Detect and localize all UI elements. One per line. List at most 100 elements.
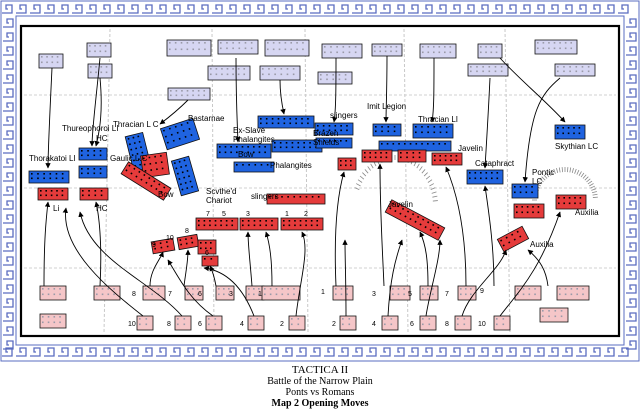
move-arrow-1 — [89, 57, 101, 147]
pontic-start-unit-15 — [554, 63, 596, 77]
unit-number-right-7: 6 — [410, 321, 414, 328]
unit-number-front-3: 1 — [285, 211, 289, 218]
greek-key-motif — [142, 347, 153, 357]
greek-key-motif — [3, 284, 14, 294]
greek-key-motif — [394, 4, 405, 14]
greek-key-motif — [16, 4, 27, 14]
pontic-start-unit-9 — [321, 43, 363, 59]
roman-start-unit-17 — [205, 315, 223, 331]
slingers-red-unit-1 — [195, 217, 239, 231]
move-arrow-32 — [425, 239, 443, 317]
greek-key-motif — [626, 312, 637, 322]
roman-cavalry-unit — [513, 203, 545, 219]
greek-key-motif — [548, 4, 559, 14]
label-cataphract: Cataphract — [475, 159, 515, 168]
roman-start-unit-15 — [136, 315, 154, 331]
pontic-start-unit-11 — [419, 43, 457, 59]
greek-key-motif — [604, 347, 615, 357]
pontic-start-unit-3 — [166, 39, 212, 57]
greek-key-motif — [562, 4, 573, 14]
greek-key-motif — [352, 4, 363, 14]
pontic-start-unit-6 — [167, 87, 211, 101]
grid-line-v4 — [504, 28, 511, 334]
greek-key-motif — [408, 347, 419, 357]
move-arrow-24 — [527, 249, 549, 287]
move-arrow-26 — [78, 211, 183, 317]
greek-key-motif — [626, 284, 637, 294]
unit-number-left-5: 10 — [128, 321, 136, 328]
greek-key-motif — [226, 347, 237, 357]
greek-key-motif — [338, 347, 349, 357]
greek-key-motif — [422, 347, 433, 357]
bastarnae-unit — [159, 117, 201, 151]
greek-key-motif — [436, 347, 447, 357]
move-arrow-28 — [203, 265, 255, 317]
move-arrow-21 — [419, 231, 429, 287]
greek-key-motif — [626, 130, 637, 140]
move-arrow-25 — [62, 207, 144, 317]
greek-key-motif — [464, 347, 475, 357]
greek-key-motif — [72, 347, 83, 357]
move-arrow-8 — [430, 57, 436, 123]
pontic-start-unit-7 — [207, 65, 251, 81]
move-arrow-6 — [332, 57, 338, 123]
move-arrow-23 — [483, 185, 495, 287]
label-li-red: Li — [53, 204, 59, 213]
greek-key-motif — [282, 347, 293, 357]
greek-key-motif — [338, 4, 349, 14]
hc-blue-unit-1 — [78, 147, 108, 161]
greek-key-motif — [626, 102, 637, 112]
move-arrow-31 — [387, 239, 403, 317]
greek-key-motif — [3, 256, 14, 266]
label-thureophoroi-li: Thureophoroi LI — [62, 124, 118, 133]
unit-number-right-6: 4 — [372, 321, 376, 328]
pontic-start-unit-1 — [86, 42, 112, 58]
caption-map: Map 2 Opening Moves — [271, 398, 369, 409]
unit-number-front-4: 2 — [304, 211, 308, 218]
greek-key-motif — [380, 4, 391, 14]
roman-start-unit-22 — [419, 315, 437, 331]
greek-key-motif — [324, 4, 335, 14]
brazen-shields-unit — [314, 122, 354, 136]
outer-frame — [0, 0, 640, 362]
greek-key-motif — [3, 270, 14, 280]
greek-key-motif — [44, 4, 55, 14]
move-arrow-34 — [499, 211, 561, 317]
greek-key-motif — [324, 347, 335, 357]
unit-number-left-3: 3 — [229, 291, 233, 298]
slingers-red-unit-2 — [239, 217, 279, 231]
move-arrow-30 — [342, 239, 348, 317]
pontic-start-unit-5 — [264, 39, 310, 57]
greek-key-motif — [268, 347, 279, 357]
greek-key-motif — [450, 347, 461, 357]
pontic-start-unit-13 — [477, 43, 503, 59]
pontic-start-unit-10 — [371, 43, 403, 57]
greek-key-motif — [3, 60, 14, 70]
greek-key-motif — [3, 18, 14, 28]
slingers-blue-unit — [315, 137, 353, 149]
greek-key-motif — [3, 158, 14, 168]
move-arrow-11 — [522, 77, 561, 183]
greek-key-motif — [254, 347, 265, 357]
greek-key-motif — [520, 347, 531, 357]
greek-key-motif — [310, 4, 321, 14]
move-arrow-4 — [235, 57, 241, 143]
greek-key-motif — [226, 4, 237, 14]
greek-key-motif — [198, 347, 209, 357]
thorakatoi-li-unit — [28, 170, 70, 184]
roman-start-unit-5 — [215, 285, 235, 301]
roman-start-unit-3 — [142, 285, 166, 301]
grid-line-v0 — [103, 28, 111, 334]
auxilia-mid-unit — [496, 225, 530, 253]
li-red-unit — [37, 187, 69, 201]
roman-unit-10 — [150, 237, 176, 255]
greek-key-motif — [170, 4, 181, 14]
roman-start-unit-4 — [184, 285, 204, 301]
unit-number-left-2: 6 — [198, 291, 202, 298]
greek-key-motif — [626, 46, 637, 56]
label-auxilia-right: Auxilia — [575, 208, 599, 217]
